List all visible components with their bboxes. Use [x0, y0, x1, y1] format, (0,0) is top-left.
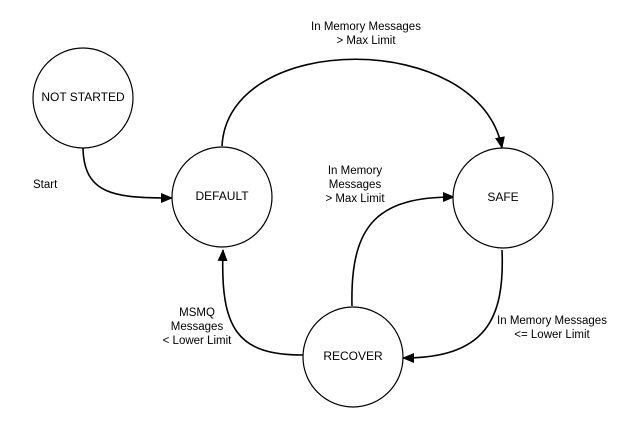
- label-start: Start: [33, 179, 58, 191]
- label-recover-to-safe-line-2: Messages: [329, 179, 382, 191]
- edge-recover-to-default: [217, 249, 304, 356]
- label-recover-to-default-line-2: Messages: [171, 321, 224, 333]
- state-default: DEFAULT: [171, 146, 273, 248]
- state-safe: SAFE: [452, 147, 554, 249]
- label-safe-to-recover-line-2: <= Lower Limit: [514, 329, 590, 341]
- label-recover-to-safe-line-3: > Max Limit: [325, 193, 385, 205]
- label-recover-to-safe: In Memory Messages > Max Limit: [325, 165, 385, 205]
- state-not-started: NOT STARTED: [32, 47, 134, 149]
- edge-start: [82, 147, 173, 203]
- label-default-to-safe-line-1: In Memory Messages: [311, 21, 421, 33]
- label-recover-to-safe-line-1: In Memory: [328, 165, 383, 177]
- label-safe-to-recover: In Memory Messages <= Lower Limit: [497, 315, 607, 341]
- label-default-to-safe: In Memory Messages > Max Limit: [311, 21, 421, 47]
- label-recover-to-default: MSMQ Messages < Lower Limit: [163, 307, 233, 347]
- state-recover-label: RECOVER: [323, 349, 383, 363]
- state-safe-label: SAFE: [487, 190, 518, 204]
- edge-recover-to-safe: [351, 192, 455, 307]
- edge-default-to-safe: [221, 58, 505, 149]
- label-recover-to-default-line-1: MSMQ: [179, 307, 215, 319]
- label-recover-to-default-line-3: < Lower Limit: [163, 335, 233, 347]
- state-not-started-label: NOT STARTED: [41, 90, 125, 104]
- edge-safe-to-recover: [402, 249, 504, 363]
- state-default-label: DEFAULT: [195, 189, 249, 203]
- label-default-to-safe-line-2: > Max Limit: [336, 35, 396, 47]
- state-recover: RECOVER: [302, 306, 404, 408]
- label-safe-to-recover-line-1: In Memory Messages: [497, 315, 607, 327]
